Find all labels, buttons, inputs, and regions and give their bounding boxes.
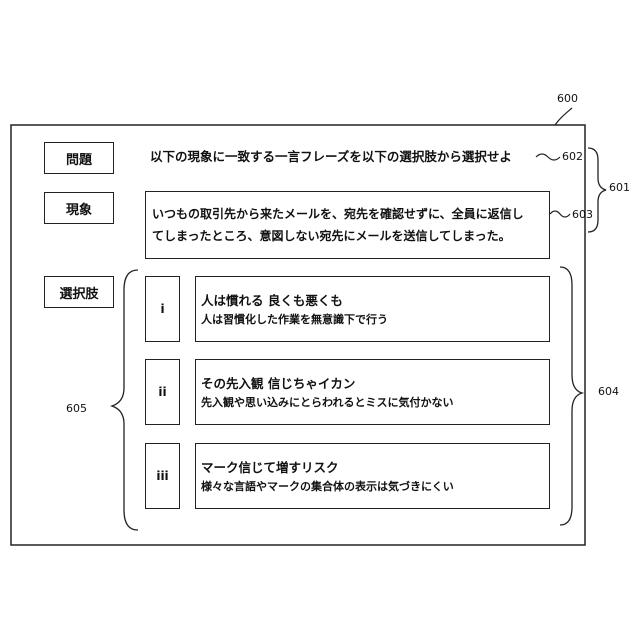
ref-603: 603 bbox=[572, 208, 593, 221]
option-index-box-3: iii bbox=[145, 443, 180, 509]
option-index-3: iii bbox=[156, 469, 168, 483]
question-label: 問題 bbox=[66, 149, 92, 168]
option-index-1: i bbox=[160, 302, 164, 316]
option-index-box-1: i bbox=[145, 276, 180, 342]
option-title-3: マーク信じて増すリスク bbox=[201, 458, 339, 478]
option-title-1: 人は慣れる 良くも悪くも bbox=[201, 291, 343, 311]
ref-604: 604 bbox=[598, 385, 619, 398]
option-desc-1: 人は習慣化した作業を無意識下で行う bbox=[201, 311, 388, 329]
option-box-1: 人は慣れる 良くも悪くも 人は習慣化した作業を無意識下で行う bbox=[195, 276, 550, 342]
option-index-box-2: ii bbox=[145, 359, 180, 425]
question-label-box: 問題 bbox=[44, 142, 114, 174]
option-desc-3: 様々な言語やマークの集合体の表示は気づきにくい bbox=[201, 478, 454, 496]
ref-600: 600 bbox=[557, 92, 578, 105]
phenomenon-label-box: 現象 bbox=[44, 192, 114, 224]
leader-602 bbox=[536, 154, 560, 160]
brace-605 bbox=[112, 270, 138, 530]
phenomenon-line-1: いつもの取引先から来たメールを、宛先を確認せずに、全員に返信し bbox=[152, 203, 524, 225]
option-box-2: その先入観 信じちゃイカン 先入観や思い込みにとらわれるとミスに気付かない bbox=[195, 359, 550, 425]
leader-603 bbox=[550, 211, 570, 217]
phenomenon-text-box: いつもの取引先から来たメールを、宛先を確認せずに、全員に返信し てしまったところ… bbox=[145, 191, 550, 259]
option-desc-2: 先入観や思い込みにとらわれるとミスに気付かない bbox=[201, 394, 453, 412]
ref-605: 605 bbox=[66, 402, 87, 415]
option-title-2: その先入観 信じちゃイカン bbox=[201, 374, 355, 394]
option-box-3: マーク信じて増すリスク 様々な言語やマークの集合体の表示は気づきにくい bbox=[195, 443, 550, 509]
phenomenon-line-2: てしまったところ、意図しない宛先にメールを送信してしまった。 bbox=[152, 225, 511, 247]
option-index-2: ii bbox=[158, 385, 166, 399]
brace-604 bbox=[560, 267, 582, 525]
ref-602: 602 bbox=[562, 150, 583, 163]
ref-601: 601 bbox=[609, 181, 630, 194]
choices-label-box: 選択肢 bbox=[44, 276, 114, 308]
leader-600 bbox=[555, 108, 572, 125]
choices-label: 選択肢 bbox=[59, 283, 98, 302]
question-text: 以下の現象に一致する一言フレーズを以下の選択肢から選択せよ bbox=[150, 146, 512, 168]
phenomenon-label: 現象 bbox=[66, 199, 92, 218]
